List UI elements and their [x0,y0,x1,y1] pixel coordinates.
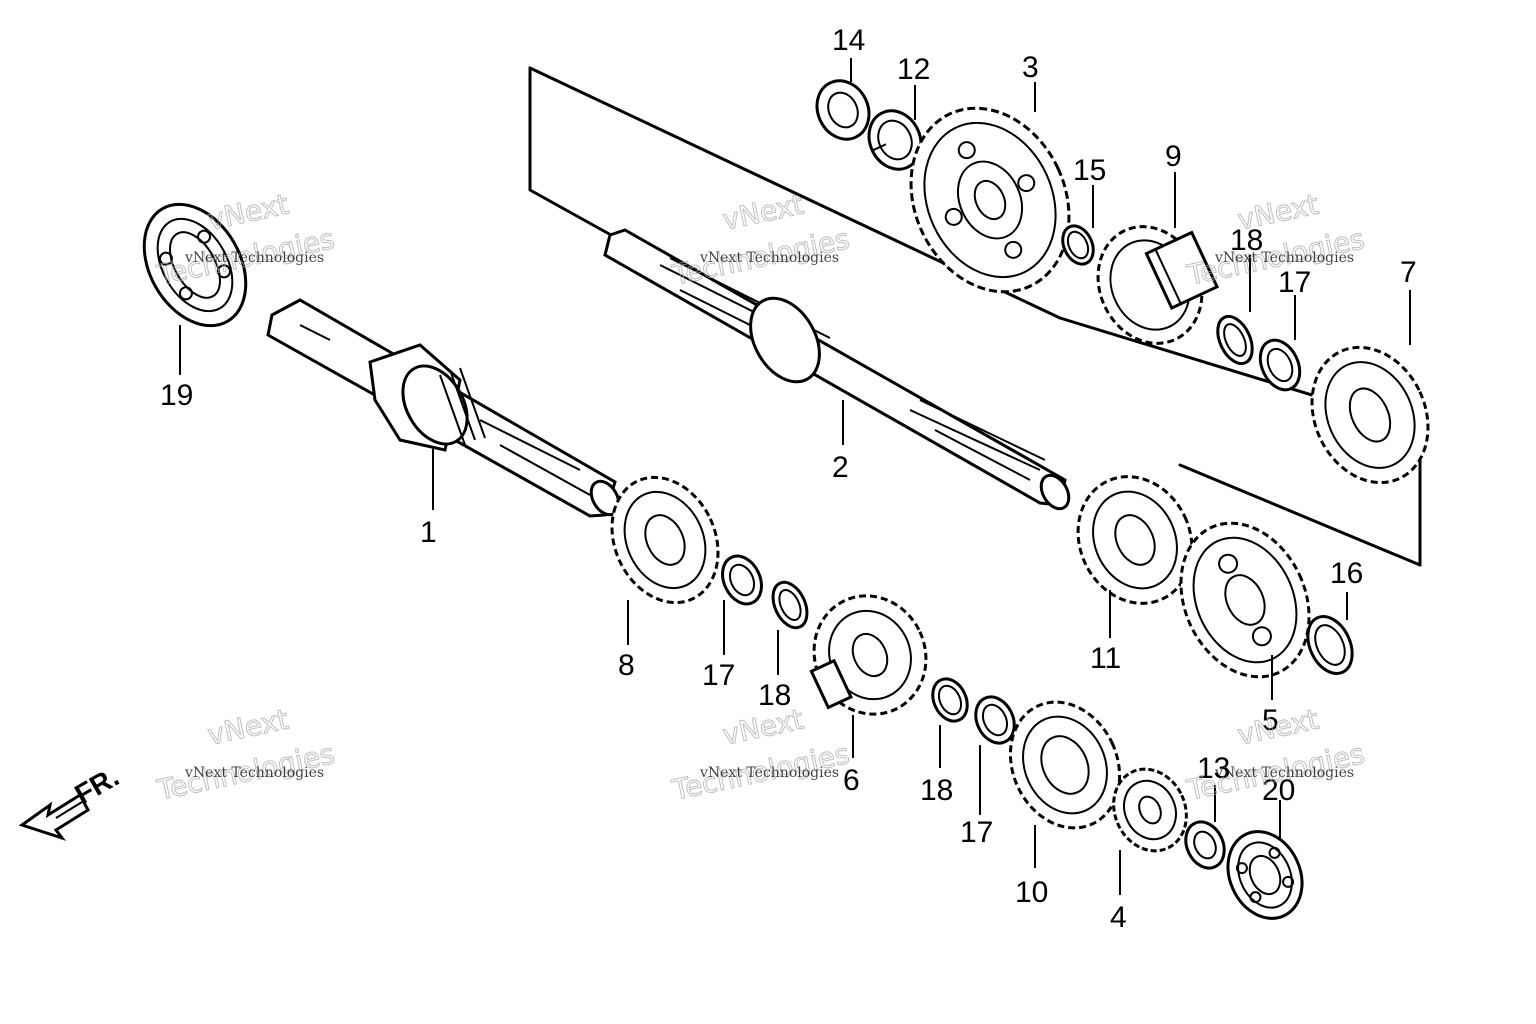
part-label-19: 19 [160,379,193,412]
washer-14 [815,79,871,141]
circlip-17-lower [974,695,1016,745]
svg-text:vNext: vNext [720,703,807,752]
svg-text:vNext Technologies: vNext Technologies [1214,765,1354,781]
svg-text:vNext Technologies: vNext Technologies [699,250,839,266]
bearing-20 [1226,830,1304,920]
svg-text:vNext Technologies: vNext Technologies [699,765,839,781]
part-label-5: 5 [1262,704,1279,737]
svg-text:vNext: vNext [205,188,292,237]
gear-8 [610,475,720,605]
part-label-20: 20 [1262,774,1295,807]
gear-6 [809,594,928,716]
gear-3 [909,106,1071,294]
part-label-2: 2 [832,451,849,484]
part-label-17-left: 17 [702,659,735,692]
svg-text:vNext Technologies: vNext Technologies [184,250,324,266]
countershaft-2 [603,228,1071,511]
part-label-7: 7 [1400,256,1417,289]
watermark-top-center: Technologies vNext vNext Technologies [668,187,853,292]
countershaft-group-outline [528,66,622,242]
watermark-bottom-center: Technologies vNext vNext Technologies [668,702,853,807]
part-label-8: 8 [618,649,635,682]
mainshaft-1 [266,298,621,518]
washer-16 [1306,615,1354,675]
part-label-17-lower: 17 [960,816,993,849]
svg-text:vNext: vNext [1235,188,1322,237]
washer-18-lower [931,677,969,723]
gear-4 [1112,767,1188,853]
part-label-12: 12 [897,53,930,86]
part-label-16: 16 [1330,557,1363,590]
watermark-bottom-left: Technologies vNext vNext Technologies [153,702,338,807]
part-label-18-lower: 18 [920,774,953,807]
svg-text:vNext: vNext [1235,703,1322,752]
part-label-3: 3 [1022,51,1039,84]
gear-11 [1076,475,1194,605]
washer-13 [1184,820,1226,870]
svg-text:vNext: vNext [720,188,807,237]
part-label-15: 15 [1073,154,1106,187]
front-arrow-icon [18,792,90,841]
part-label-1: 1 [420,516,437,549]
svg-text:vNext Technologies: vNext Technologies [184,765,324,781]
part-label-4: 4 [1110,901,1127,934]
watermark-top-right: Technologies vNext vNext Technologies [1183,187,1368,292]
circlip-17-upper [1258,338,1302,392]
part-label-18-upper: 18 [1230,224,1263,257]
svg-text:vNext Technologies: vNext Technologies [1214,250,1354,266]
washer-15 [1061,224,1095,266]
part-label-18-left: 18 [758,679,791,712]
bearing-19 [142,202,248,328]
washer-18-left [771,580,809,630]
part-label-11: 11 [1090,642,1121,675]
gear-10 [1008,700,1122,830]
part-label-10: 10 [1015,876,1048,909]
countershaft-group-outline-bottom [1178,463,1422,567]
part-label-17-upper: 17 [1278,266,1311,299]
bushing-12 [867,109,923,171]
gear-7 [1310,345,1430,485]
part-label-6: 6 [843,764,860,797]
part-label-14: 14 [832,24,865,57]
circlip-17-left [721,554,763,606]
part-label-13: 13 [1197,752,1230,785]
gear-9 [1096,225,1220,345]
svg-text:vNext: vNext [205,703,292,752]
washer-18-upper [1216,314,1254,366]
front-direction-marker: FR. [18,761,124,841]
part-label-9: 9 [1165,140,1182,173]
